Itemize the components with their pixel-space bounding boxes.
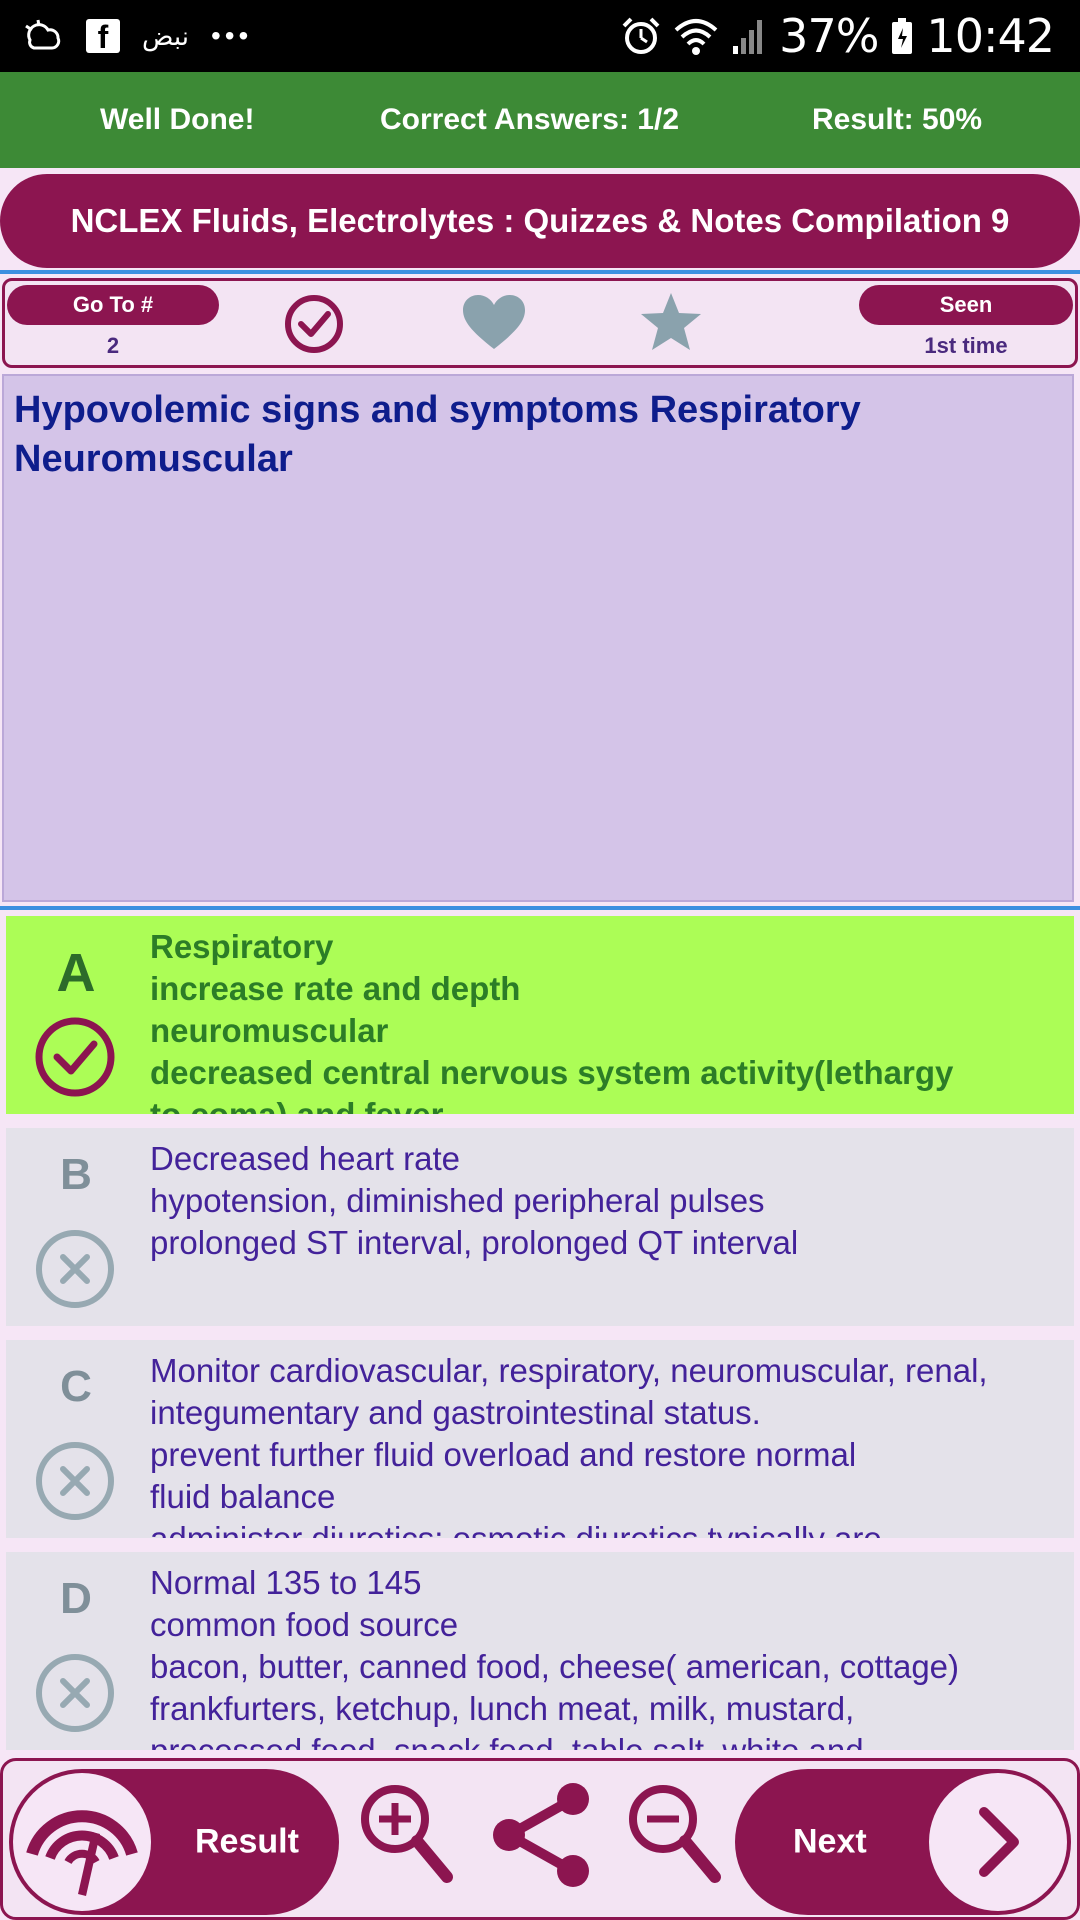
- x-circle-icon: [36, 1230, 114, 1308]
- answer-line: hypotension, diminished peripheral pulse…: [150, 1182, 765, 1219]
- answer-text: Decreased heart rate hypotension, dimini…: [150, 1138, 1070, 1264]
- notification-icon: [25, 19, 61, 50]
- answer-line: Decreased heart rate: [150, 1140, 461, 1177]
- result-header: Well Done! Correct Answers: 1/2 Result: …: [0, 72, 1080, 168]
- answer-line: bacon, butter, canned food, cheese( amer…: [150, 1648, 960, 1685]
- answer-line: to coma) and fever: [150, 1094, 1070, 1114]
- answer-option-d[interactable]: D Normal 135 to 145 common food source b…: [6, 1552, 1074, 1750]
- answer-line: prevent further fluid overload and resto…: [150, 1436, 857, 1473]
- answer-letter: D: [60, 1574, 92, 1623]
- answer-line: administer diuretics: osmotic diuretics …: [150, 1518, 1070, 1538]
- divider: [0, 270, 1080, 274]
- carrier-text: نبض: [142, 20, 189, 51]
- heart-icon[interactable]: [461, 293, 527, 353]
- speedometer-icon: [13, 1773, 151, 1911]
- answer-option-b[interactable]: B Decreased heart rate hypotension, dimi…: [6, 1128, 1074, 1326]
- answer-line: Normal 135 to 145: [150, 1564, 422, 1601]
- battery-percent: 37%: [779, 9, 879, 63]
- x-circle-icon: [36, 1442, 114, 1520]
- seen-value: 1st time: [924, 333, 1008, 358]
- answer-option-a[interactable]: A Respiratory increase rate and depth ne…: [6, 916, 1074, 1114]
- more-notifications-icon: •••: [210, 20, 253, 51]
- chevron-right-icon: [929, 1773, 1067, 1911]
- answer-line: prolonged ST interval, prolonged QT inte…: [150, 1224, 799, 1261]
- answer-line: frankfurters, ketchup, lunch meat, milk,…: [150, 1690, 855, 1727]
- check-circle-icon[interactable]: [283, 293, 345, 355]
- status-bar: f نبض ••• 37%: [0, 0, 1080, 72]
- question-line-2: Neuromuscular: [14, 438, 293, 480]
- zoom-in-icon[interactable]: [357, 1781, 455, 1887]
- result-button-label: Result: [195, 1822, 299, 1861]
- next-button-label: Next: [793, 1822, 867, 1861]
- goto-value: 2: [106, 333, 120, 358]
- x-circle-icon: [36, 1654, 114, 1732]
- answer-line: common food source: [150, 1606, 459, 1643]
- zoom-out-icon[interactable]: [625, 1781, 723, 1887]
- answer-text: Respiratory increase rate and depth neur…: [150, 926, 1070, 1114]
- answer-line: neuromuscular: [150, 1012, 389, 1049]
- answer-line: integumentary and gastrointestinal statu…: [150, 1394, 761, 1431]
- answer-line: processed food, snack food, table salt, …: [150, 1730, 1070, 1750]
- battery-icon: [892, 18, 913, 54]
- answer-line: Respiratory: [150, 928, 334, 965]
- answer-option-c[interactable]: C Monitor cardiovascular, respiratory, n…: [6, 1340, 1074, 1538]
- question-panel: Hypovolemic signs and symptoms Respirato…: [2, 374, 1074, 902]
- answer-line: fluid balance: [150, 1478, 336, 1515]
- check-circle-icon: [35, 1017, 115, 1097]
- star-icon[interactable]: [639, 291, 703, 353]
- result-button[interactable]: Result: [9, 1769, 339, 1915]
- divider: [0, 906, 1080, 910]
- answer-text: Normal 135 to 145 common food source bac…: [150, 1562, 1070, 1750]
- answer-line: increase rate and depth: [150, 970, 521, 1007]
- seen-button[interactable]: Seen: [859, 285, 1073, 325]
- facebook-icon: f: [86, 19, 120, 53]
- result-percent-text: Result: 50%: [812, 103, 983, 136]
- goto-button[interactable]: Go To #: [7, 285, 219, 325]
- alarm-icon: [622, 17, 660, 54]
- tool-row: Go To # 2 Seen 1st time: [2, 278, 1078, 368]
- answer-line: decreased central nervous system activit…: [150, 1054, 954, 1091]
- answer-letter: B: [60, 1150, 92, 1199]
- answer-text: Monitor cardiovascular, respiratory, neu…: [150, 1350, 1070, 1538]
- signal-icon: [733, 20, 763, 54]
- share-icon[interactable]: [489, 1779, 593, 1891]
- answer-letter: A: [56, 943, 96, 1003]
- well-done-text: Well Done!: [100, 103, 255, 136]
- bottom-bar: Result Next: [0, 1758, 1080, 1920]
- question-line-1: Hypovolemic signs and symptoms Respirato…: [14, 389, 861, 431]
- answer-line: Monitor cardiovascular, respiratory, neu…: [150, 1352, 988, 1389]
- clock: 10:42: [926, 9, 1055, 63]
- next-button[interactable]: Next: [735, 1769, 1071, 1915]
- quiz-title: NCLEX Fluids, Electrolytes : Quizzes & N…: [0, 174, 1080, 268]
- answer-letter: C: [60, 1362, 92, 1411]
- wifi-icon: [674, 19, 718, 55]
- correct-answers-text: Correct Answers: 1/2: [380, 103, 680, 136]
